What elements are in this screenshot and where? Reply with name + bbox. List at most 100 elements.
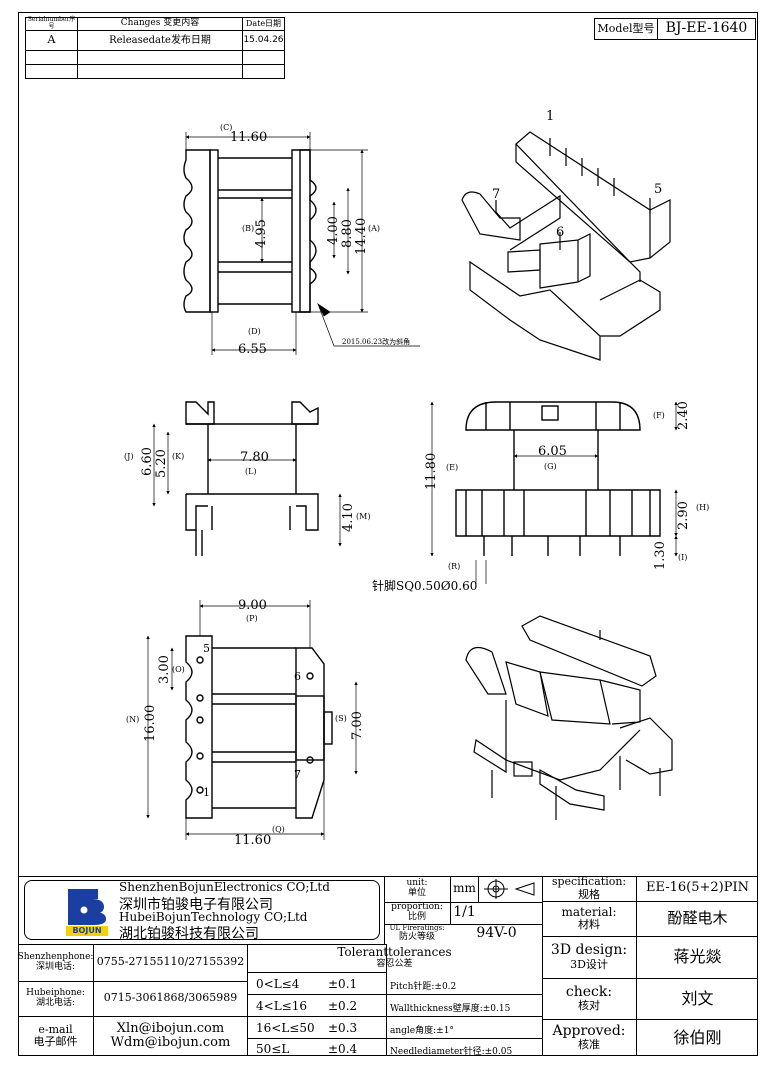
dim-r-label: (R) <box>448 562 460 571</box>
top-view-note: 2015.06.23改为斜角 <box>342 337 410 346</box>
dim-p-label: (P) <box>246 614 258 623</box>
dim-a-label: (A) <box>368 224 380 233</box>
unit-label: unit: 单位 <box>384 876 450 902</box>
pin-note: 针脚SQ0.50Ø0.60 <box>372 578 477 593</box>
bojun-logo <box>66 889 108 936</box>
dim-l-value: 7.80 <box>240 450 269 465</box>
company-cn-1: 深圳市铂骏电子有限公司 <box>119 897 273 913</box>
design-label-cn: 3D设计 <box>570 957 608 971</box>
dim-n-value: 16.00 <box>143 705 158 742</box>
spec-label-en: specification: <box>551 875 627 889</box>
side-view <box>455 401 661 556</box>
top-view-text: 11.60 (C) 4.95 (B) 4.00 8.80 14.40 (A) 6… <box>220 123 410 357</box>
tolerance-title-cn: 容忍公差 <box>376 958 413 969</box>
dim-f-label: (F) <box>653 411 665 420</box>
isometric-view-top <box>461 131 671 361</box>
material-value: 酚醛电木 <box>667 909 728 928</box>
front-view <box>185 401 319 556</box>
tolerance-value-3: ±0.4 <box>328 1042 358 1056</box>
tolerance-note-2: angle角度:±1° <box>390 1026 454 1036</box>
contact-email-label-en: e-mail <box>38 1022 73 1036</box>
dim-d-value: 6.55 <box>238 342 267 357</box>
dim-q-label: (Q) <box>272 825 285 834</box>
contact-sz-label: Shenzhenphone: 深圳电话: <box>17 944 94 981</box>
drawing-frame <box>18 12 758 1056</box>
dim-j-label: (J) <box>124 452 133 461</box>
approved-label-en: Approved: <box>552 1022 626 1039</box>
dim-p-value: 9.00 <box>238 598 267 613</box>
dim-s-label: (S) <box>335 714 347 723</box>
dim-n-label: (N) <box>126 715 139 724</box>
iso-pin-5: 5 <box>654 182 662 197</box>
proportion-label-cn: 比例 <box>407 912 426 922</box>
rev-header-serial: Serialnumber序号 <box>27 16 76 30</box>
iso-pin-1: 1 <box>546 109 554 124</box>
dim-b-value: 4.95 <box>254 219 269 248</box>
model-label: Model型号 <box>597 21 655 35</box>
bottom-view-text: 9.00 (P) 3.00 (O) 16.00 (N) 7.00 (S) 11.… <box>126 598 365 848</box>
dim-d-label: (D) <box>248 327 261 336</box>
top-view <box>183 149 317 313</box>
dim-a-value: 14.40 <box>354 218 369 255</box>
tolerance-value-0: ±0.1 <box>328 977 358 991</box>
pin-6-label: 6 <box>294 670 301 683</box>
iso-pin-6: 6 <box>556 225 564 240</box>
title-block: BOJUN ShenzhenBojunElectronics CO;Ltd 深圳… <box>17 876 758 1057</box>
proportion-label-en: proportion: <box>391 902 443 913</box>
model-box: Model型号 BJ-EE-1640 <box>594 18 756 40</box>
material-label-en: material: <box>561 904 617 919</box>
model-value: BJ-EE-1640 <box>665 20 748 37</box>
dim-o-value: 3.00 <box>157 655 172 684</box>
check-value: 刘文 <box>681 988 714 1008</box>
dim-q-value: 11.60 <box>234 833 271 848</box>
pin-1-label: 1 <box>203 786 210 799</box>
rev-serial: A <box>47 33 56 47</box>
tolerance-note-0: Pitch针距:±0.2 <box>390 982 457 992</box>
contact-hb-label: Hubeiphone: 湖北电话: <box>18 981 93 1016</box>
tolerance-range-3: 50≤L <box>256 1042 290 1056</box>
tolerance-range-2: 16<L≤50 <box>256 1021 315 1035</box>
revision-table: Serialnumber序号 Changes 变更内容 Date日期 A Rel… <box>25 17 285 79</box>
technical-drawing: 11.60 (C) 4.95 (B) 4.00 8.80 14.40 (A) 6… <box>124 109 709 848</box>
dim-i-value: 1.30 <box>653 541 668 570</box>
dim-m-value: 4.10 <box>341 503 356 532</box>
pin-7-label: 7 <box>294 768 301 781</box>
material-label-cn: 材料 <box>578 918 600 932</box>
unit-label-cn: 单位 <box>407 888 426 898</box>
design-label-en: 3D design: <box>550 942 628 959</box>
rev-date: 15.04.26 <box>243 34 284 45</box>
company-en-1: ShenzhenBojunElectronics CO;Ltd <box>119 880 330 894</box>
unit-value: mm <box>453 881 476 896</box>
dim-h-value: 2.90 <box>676 501 691 530</box>
contact-hb-label-cn: 湖北电话: <box>35 997 76 1008</box>
dim-m-label: (M) <box>356 512 370 521</box>
approved-label: Approved: 核准 <box>542 1019 636 1056</box>
check-label: check: 核对 <box>542 978 636 1019</box>
pin-5-label: 5 <box>203 642 210 655</box>
dim-c-value: 11.60 <box>230 130 267 145</box>
company-en-2: HubeiBojunTechnology CO;Ltd <box>119 910 308 924</box>
proportion-label: proportion: 比例 <box>384 902 450 924</box>
dim-g-label: (G) <box>544 462 557 471</box>
rev-header-changes: Changes 变更内容 <box>120 18 200 29</box>
tolerance-title: Toleranttolerances 容忍公差 <box>247 944 542 972</box>
dim-e-label: (E) <box>446 463 458 472</box>
contact-sz-label-en: Shenzhenphone: <box>17 951 94 962</box>
spec-value: EE-16(5+2)PIN <box>646 880 749 896</box>
ul-label-cn: 防火等级 <box>398 931 435 942</box>
check-label-en: check: <box>565 983 613 1000</box>
dim-8-80: 8.80 <box>340 219 355 248</box>
dim-h-label: (H) <box>696 503 709 512</box>
rev-change: Releasedate发布日期 <box>109 35 211 46</box>
email-1: Xln@ibojun.com <box>116 1020 225 1036</box>
dim-o-label: (O) <box>172 665 185 674</box>
contact-hb-label-en: Hubeiphone: <box>26 987 85 998</box>
contact-email-label-cn: 电子邮件 <box>33 1035 78 1048</box>
spec-label-cn: 规格 <box>578 887 600 901</box>
spec-label: specification: 规格 <box>542 876 636 901</box>
tolerance-value-2: ±0.3 <box>328 1021 358 1035</box>
front-view-dims <box>152 423 342 547</box>
proportion-value: 1/1 <box>453 904 476 921</box>
check-label-cn: 核对 <box>578 999 600 1013</box>
company-cn-2: 湖北铂骏科技有限公司 <box>119 926 259 942</box>
